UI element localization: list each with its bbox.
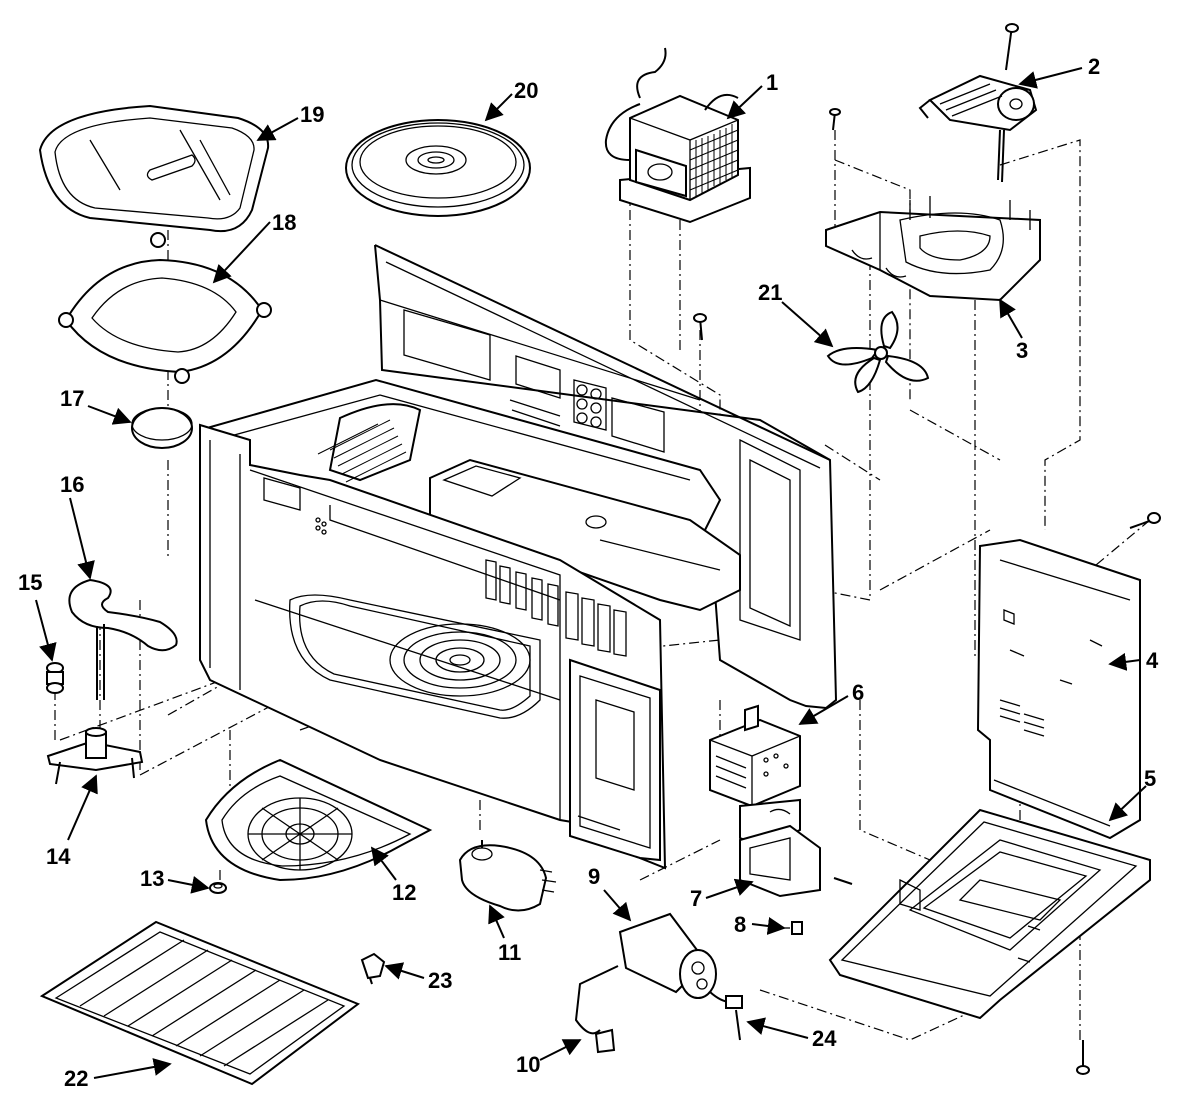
label-6: 6 — [852, 680, 864, 705]
label-9: 9 — [588, 864, 600, 889]
part-17-coupler — [131, 407, 193, 449]
part-8-thermal-switch — [784, 921, 803, 935]
part-1-transformer — [604, 47, 751, 224]
part-18-roller-ring — [58, 232, 272, 384]
label-15: 15 — [18, 570, 42, 595]
label-19: 19 — [300, 102, 324, 127]
part-3-fan-housing — [825, 108, 1041, 302]
label-1: 1 — [766, 70, 778, 95]
part-15-screw — [46, 662, 64, 694]
part-13-nut — [209, 882, 227, 894]
label-22: 22 — [64, 1066, 88, 1091]
label-5: 5 — [1144, 766, 1156, 791]
label-8: 8 — [734, 912, 746, 937]
oven-cavity-chassis — [199, 244, 838, 870]
part-9-capacitor — [574, 912, 743, 1054]
label-13: 13 — [140, 866, 164, 891]
label-10: 10 — [516, 1052, 540, 1077]
part-11-turntable-motor — [458, 840, 557, 912]
label-2: 2 — [1088, 54, 1100, 79]
label-18: 18 — [272, 210, 296, 235]
part-4-side-plate — [976, 512, 1161, 840]
label-24: 24 — [812, 1026, 837, 1051]
label-17: 17 — [60, 386, 84, 411]
label-4: 4 — [1146, 648, 1159, 673]
part-14-stirrer-hub — [46, 727, 144, 785]
part-21-fan-blade — [826, 310, 930, 394]
part-23-clip — [360, 952, 386, 985]
label-16: 16 — [60, 472, 84, 497]
part-12-stirrer-cover — [204, 758, 433, 882]
part-19-glass-tray — [38, 104, 270, 232]
label-11: 11 — [498, 940, 521, 965]
part-5-base-plate — [828, 808, 1151, 1075]
part-6-magnetron — [709, 704, 801, 848]
screw-top — [693, 313, 707, 341]
part-20-turntable — [345, 119, 531, 217]
callout-leaders — [35, 67, 1147, 1079]
part-16-stirrer-blade — [68, 578, 178, 700]
label-21: 21 — [758, 280, 782, 305]
label-7: 7 — [690, 886, 702, 911]
part-22-oven-rack — [39, 920, 361, 1086]
part-2-fan-motor — [918, 23, 1038, 183]
label-23: 23 — [428, 968, 452, 993]
label-3: 3 — [1016, 338, 1028, 363]
label-14: 14 — [46, 844, 71, 869]
label-12: 12 — [392, 880, 416, 905]
part-7-waveguide — [739, 824, 853, 898]
callout-labels: 1 2 3 4 5 6 7 8 9 10 11 12 13 14 15 16 1… — [18, 54, 1159, 1091]
label-20: 20 — [514, 78, 538, 103]
